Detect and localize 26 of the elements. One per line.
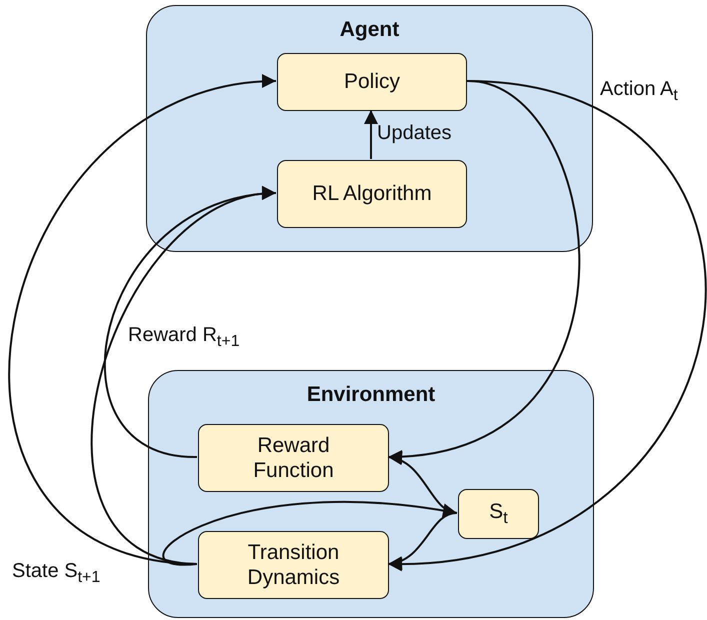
- arrow: [388, 80, 706, 570]
- arrow: [364, 110, 378, 159]
- box-label: RL Algorithm: [311, 181, 433, 207]
- arrow: [388, 80, 580, 462]
- box-label: Transition Dynamics: [246, 540, 341, 590]
- arrow: [163, 500, 458, 566]
- arrow: [8, 76, 276, 565]
- group-panel: [148, 370, 594, 618]
- process-box: [458, 489, 539, 539]
- box-label: Reward Function: [252, 432, 335, 484]
- arrow: [388, 452, 458, 514]
- arrow: [92, 188, 276, 565]
- box-label: Policy: [342, 69, 402, 95]
- signal-label: Action A$_{t}$: [600, 78, 678, 105]
- edge-label: Updates: [377, 122, 452, 144]
- process-box: [277, 160, 467, 228]
- signal-label: Reward R$_{t+1}$: [128, 324, 240, 351]
- panel-title: Agent: [340, 18, 400, 42]
- box-label: S$_{t}$: [488, 499, 509, 529]
- arrow: [388, 512, 458, 569]
- process-box: [277, 53, 467, 111]
- process-box: [198, 424, 389, 492]
- signal-label: State S$_{t+1}$: [12, 560, 100, 587]
- process-box: [198, 531, 389, 599]
- group-panel: [146, 5, 593, 252]
- panel-title: Environment: [306, 383, 436, 407]
